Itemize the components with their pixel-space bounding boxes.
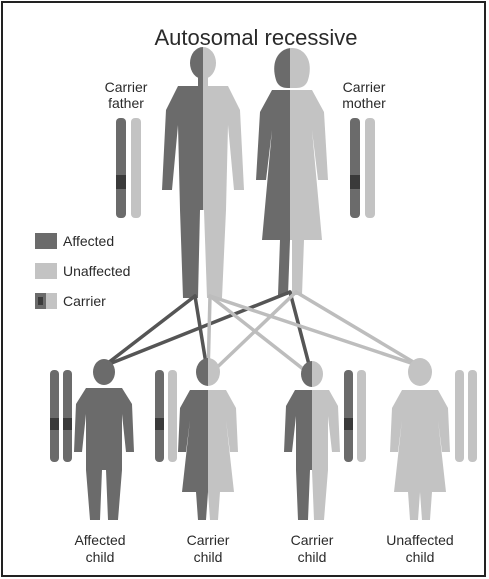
father-label-line2: father [108,95,144,111]
child1-label-line1: Affected [74,532,125,548]
mother-label-line1: Carrier [343,79,386,95]
mother-label-line2: mother [342,95,386,111]
child1-label-line2: child [86,549,115,565]
legend-unaffected-label: Unaffected [63,263,130,279]
legend-carrier-label: Carrier [63,293,106,309]
legend-affected-swatch [35,233,57,249]
child3-label-line2: child [298,549,327,565]
diagram-title: Autosomal recessive [155,25,358,50]
child3-label-line1: Carrier [291,532,334,548]
father-label-line1: Carrier [105,79,148,95]
child2-label-line2: child [194,549,223,565]
child4-label-line1: Unaffected [386,532,453,548]
child2-label-line1: Carrier [187,532,230,548]
legend-affected-label: Affected [63,233,114,249]
legend-unaffected-swatch [35,263,57,279]
child4-label-line2: child [406,549,435,565]
legend-carrier-swatch-light [46,293,57,309]
